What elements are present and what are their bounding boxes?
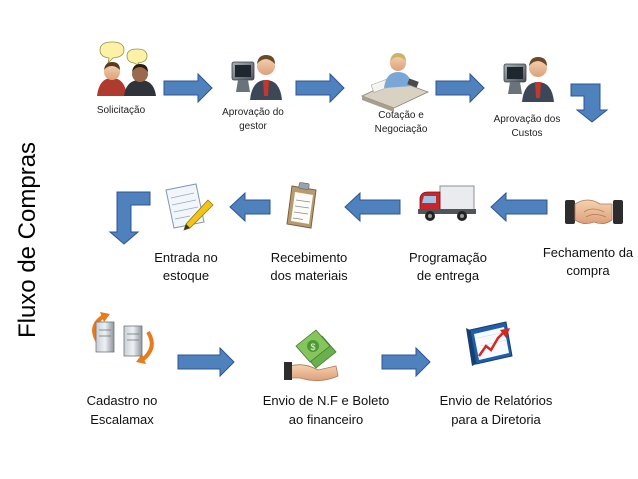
flow-arrow-turn-down [570,83,609,123]
label-cotacao-2: Negociação [375,124,428,135]
flow-arrow-left [344,191,401,223]
flow-arrow-right [163,72,213,104]
label-envio-relatorios-2: para a Diretoria [451,412,541,427]
computer-user-icon [231,55,282,100]
label-entrada-1: Entrada no [154,250,218,265]
label-solicitacao: Solicitação [97,105,146,116]
label-fechamento-2: compra [566,263,610,278]
label-cadastro-1: Cadastro no [87,393,158,408]
label-recebimento-1: Recebimento [271,250,348,265]
flow-arrow-left [490,191,548,223]
money-hand-icon: $ [284,329,339,381]
label-envio-nf-1: Envio de N.F e Boleto [263,393,389,408]
label-envio-nf-2: ao financeiro [289,412,363,427]
flow-arrow-right [295,72,345,104]
label-programacao-2: de entrega [417,268,480,283]
flow-arrow-right [381,346,431,378]
desk-worker-icon [360,53,430,112]
flow-arrow-left [229,191,271,223]
label-cotacao-1: Cotação e [378,110,424,121]
label-fechamento-1: Fechamento da [543,245,634,260]
flow-arrow-turn-down [108,191,151,245]
flow-arrow-right [435,72,485,104]
label-aprovacao-gestor-1: Aprovação do [222,107,284,118]
growth-chart-icon [466,321,513,366]
delivery-truck-icon [418,185,476,221]
people-chat-icon [97,41,156,96]
label-envio-relatorios-1: Envio de Relatórios [440,393,553,408]
label-cadastro-2: Escalamax [90,412,154,427]
label-aprovacao-custos-2: Custos [511,128,542,139]
flow-arrow-right [177,346,235,378]
svg-text:$: $ [310,342,315,352]
label-aprovacao-gestor-2: gestor [239,121,267,132]
label-recebimento-2: dos materiais [270,268,348,283]
server-sync-icon [92,312,154,364]
label-programacao-1: Programação [409,250,487,265]
computer-user-icon [503,57,554,102]
handshake-icon [565,199,623,224]
clipboard-icon [286,182,317,229]
label-aprovacao-custos-1: Aprovação dos [494,114,561,125]
label-entrada-2: estoque [163,268,209,283]
document-pencil-icon [165,183,214,231]
